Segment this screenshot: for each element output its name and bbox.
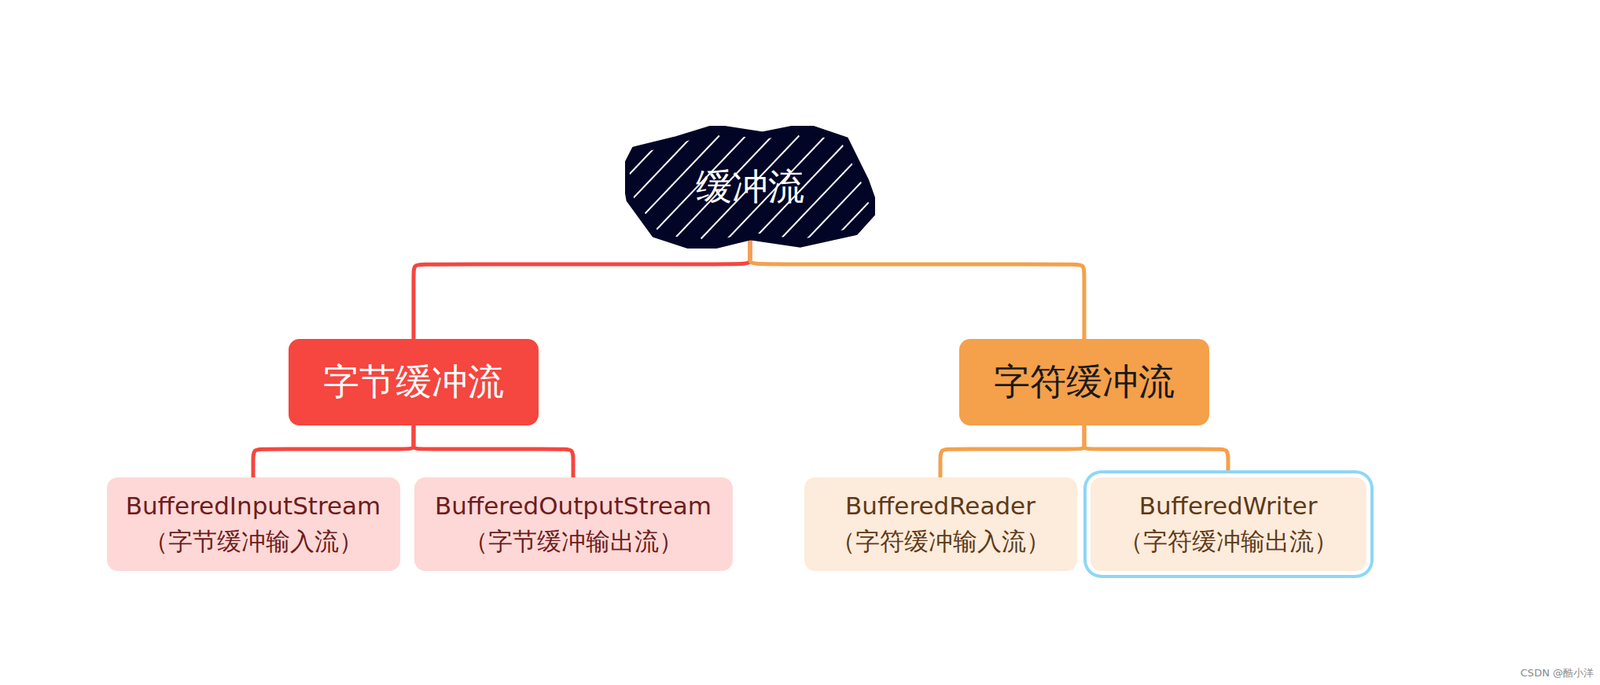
class-box: BufferedInputStream（字节缓冲输入流） bbox=[106, 477, 401, 571]
root-topic: 缓冲流 bbox=[625, 125, 876, 249]
class-name: BufferedInputStream bbox=[125, 488, 382, 524]
class-description: （字符缓冲输出流） bbox=[1118, 523, 1339, 560]
category-box: 字符缓冲流 bbox=[959, 338, 1210, 426]
watermark: CSDN @酷小洋 bbox=[1520, 665, 1594, 681]
scribble-edge bbox=[625, 127, 876, 249]
scribble-shape bbox=[625, 127, 876, 249]
class-description: （字节缓冲输出流） bbox=[463, 523, 684, 560]
class-box: BufferedOutputStream（字节缓冲输出流） bbox=[414, 477, 733, 571]
class-name: BufferedWriter bbox=[1139, 488, 1318, 524]
class-name: BufferedReader bbox=[845, 488, 1036, 524]
class-box: BufferedWriter（字符缓冲输出流） bbox=[1090, 477, 1367, 571]
tree-connector bbox=[940, 425, 1085, 478]
class-description: （字符缓冲输入流） bbox=[831, 523, 1051, 560]
tree-connector bbox=[413, 237, 751, 339]
class-description: （字节缓冲输入流） bbox=[143, 523, 364, 560]
class-box: BufferedReader（字符缓冲输入流） bbox=[804, 477, 1078, 571]
tree-connector bbox=[750, 237, 1085, 339]
node-title: 字节缓冲流 bbox=[323, 360, 504, 404]
node-title: 缓冲流 bbox=[695, 165, 805, 209]
category-box: 字节缓冲流 bbox=[288, 338, 539, 426]
tree-connector bbox=[1084, 425, 1229, 478]
tree-connector bbox=[253, 425, 414, 478]
node-title: 字符缓冲流 bbox=[993, 360, 1175, 404]
tree-connector bbox=[413, 425, 574, 478]
class-name: BufferedOutputStream bbox=[434, 488, 712, 524]
